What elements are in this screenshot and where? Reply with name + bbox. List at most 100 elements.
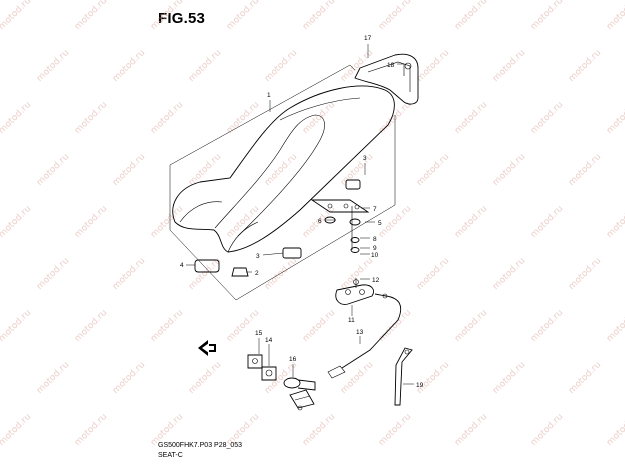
watermark-text: motod.ru <box>0 0 33 32</box>
watermark-text: motod.ru <box>35 360 71 396</box>
watermark-text: motod.ru <box>605 308 625 344</box>
watermark-text: motod.ru <box>187 256 223 292</box>
watermark-text: motod.ru <box>73 100 109 136</box>
watermark-text: motod.ru <box>301 308 337 344</box>
watermark-text: motod.ru <box>529 0 565 32</box>
watermark-text: motod.ru <box>491 48 527 84</box>
watermark-text: motod.ru <box>111 152 147 188</box>
watermark-text: motod.ru <box>377 204 413 240</box>
watermark-text: motod.ru <box>301 412 337 448</box>
watermark-text: motod.ru <box>415 360 451 396</box>
watermark-text: motod.ru <box>453 204 489 240</box>
watermark-text: motod.ru <box>567 48 603 84</box>
watermark-text: motod.ru <box>491 360 527 396</box>
callout-6: 6 <box>318 218 322 225</box>
watermark-text: motod.ru <box>149 100 185 136</box>
key-lock-parts[interactable] <box>247 354 316 411</box>
watermark-text: motod.ru <box>453 0 489 32</box>
watermark-text: motod.ru <box>0 100 33 136</box>
callout-9: 9 <box>373 245 377 252</box>
callout-15: 15 <box>255 330 263 337</box>
callout-8: 8 <box>373 236 377 243</box>
watermark-text: motod.ru <box>491 152 527 188</box>
callout-1: 1 <box>267 92 271 99</box>
watermark-text: motod.ru <box>0 204 33 240</box>
watermark-text: motod.ru <box>605 100 625 136</box>
watermark-text: motod.ru <box>491 256 527 292</box>
watermark-text: motod.ru <box>453 412 489 448</box>
callout-labels: 1 17 18 3 7 5 6 8 9 10 3 4 2 12 11 13 15… <box>180 35 424 389</box>
callout-14: 14 <box>265 337 273 344</box>
watermark-text: motod.ru <box>73 308 109 344</box>
watermark-text: motod.ru <box>605 204 625 240</box>
watermark-text: motod.ru <box>339 360 375 396</box>
watermark-text: motod.ru <box>415 256 451 292</box>
watermark-text: motod.ru <box>149 204 185 240</box>
watermark-text: motod.ru <box>377 412 413 448</box>
watermark-text: motod.ru <box>605 412 625 448</box>
watermark-text: motod.ru <box>453 308 489 344</box>
watermark-text: motod.ru <box>35 256 71 292</box>
callout-11: 11 <box>348 317 355 324</box>
watermark-text: motod.ru <box>149 308 185 344</box>
callout-2: 2 <box>255 270 259 277</box>
callout-5: 5 <box>378 220 382 227</box>
watermark-text: motod.ru <box>263 152 299 188</box>
watermark-text: motod.ru <box>225 100 261 136</box>
watermark-text: motod.ru <box>301 0 337 32</box>
callout-3a: 3 <box>363 155 367 162</box>
watermark-text: motod.ru <box>415 48 451 84</box>
callout-10: 10 <box>371 252 379 259</box>
watermark-text: motod.ru <box>567 152 603 188</box>
callout-19: 19 <box>416 382 424 389</box>
watermark-text: motod.ru <box>0 412 33 448</box>
hook-part-19[interactable] <box>394 347 413 406</box>
watermark-text: motod.ru <box>415 152 451 188</box>
callout-17: 17 <box>364 35 372 42</box>
callout-16: 16 <box>289 356 297 363</box>
assembly-outline <box>169 64 396 301</box>
watermark-text: motod.ru <box>187 152 223 188</box>
callout-13: 13 <box>356 329 364 336</box>
callout-18: 18 <box>387 62 395 69</box>
callout-leaders <box>186 44 414 385</box>
watermark-text: motod.ru <box>73 0 109 32</box>
watermark-text: motod.ru <box>187 360 223 396</box>
model-code: GS500FHK7.P03 P28_053 <box>158 442 243 449</box>
seat-brackets[interactable] <box>310 179 370 253</box>
figure-title: FIG.53 <box>158 10 206 27</box>
watermark-text: motod.ru <box>35 48 71 84</box>
callout-7: 7 <box>373 206 377 213</box>
watermark-text: motod.ru <box>377 308 413 344</box>
watermark-text: motod.ru <box>529 308 565 344</box>
watermark-text: motod.ru <box>567 256 603 292</box>
watermark-text: motod.ru <box>111 256 147 292</box>
watermark-text: motod.ru <box>73 412 109 448</box>
watermark-text: motod.ru <box>0 308 33 344</box>
watermark-text: motod.ru <box>339 152 375 188</box>
watermark-text: motod.ru <box>225 0 261 32</box>
watermark-text: motod.ru <box>263 256 299 292</box>
watermark-text: motod.ru <box>225 308 261 344</box>
seat-lock[interactable] <box>327 278 402 379</box>
watermark-text: motod.ru <box>377 0 413 32</box>
watermark-text: motod.ru <box>187 48 223 84</box>
watermark-text: motod.ru <box>73 204 109 240</box>
watermark-text: motod.ru <box>567 360 603 396</box>
watermark-text: motod.ru <box>453 100 489 136</box>
callout-4: 4 <box>180 262 184 269</box>
watermark-text: motod.ru <box>35 152 71 188</box>
watermark-text: motod.ru <box>339 256 375 292</box>
watermark-text: motod.ru <box>111 48 147 84</box>
watermark-text: motod.ru <box>529 204 565 240</box>
seat-assembly[interactable] <box>172 85 395 253</box>
category-label: SEAT-C <box>158 452 183 459</box>
watermark-text: motod.ru <box>111 360 147 396</box>
callout-12: 12 <box>372 277 380 284</box>
watermark-text: motod.ru <box>605 0 625 32</box>
watermark-text: motod.ru <box>149 0 185 32</box>
small-rubber-parts[interactable] <box>194 247 302 277</box>
callout-3b: 3 <box>256 253 260 260</box>
